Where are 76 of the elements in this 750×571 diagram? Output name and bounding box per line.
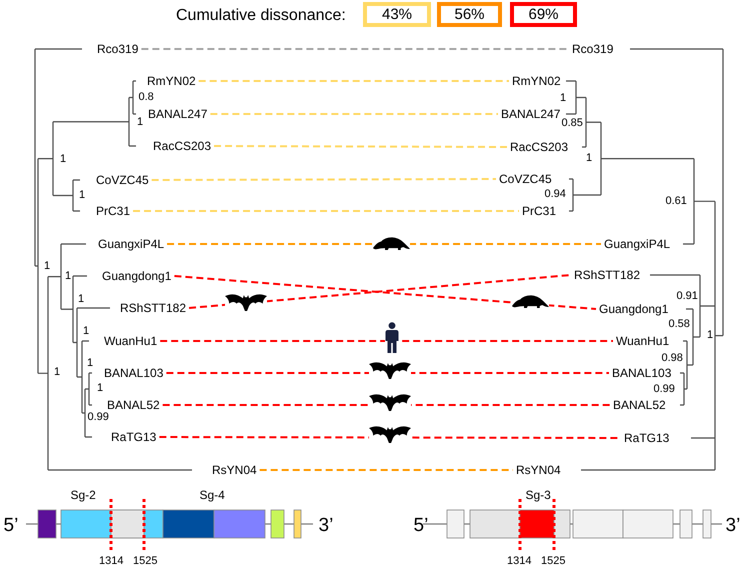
dashed-connector [133,210,519,212]
dashed-connector [260,469,513,471]
taxon-label: RsYN04 [516,463,561,477]
dashed-connector [162,404,610,406]
taxon-label: Rco319 [97,42,138,56]
segment-label: Sg-4 [200,488,225,502]
support-value: 1 [586,152,592,164]
taxon-label: PrC31 [522,204,556,218]
segment-label: Sg-2 [70,488,96,502]
taxon-label: RacCS203 [153,139,212,153]
support-value: 0.99 [654,382,675,396]
position-label: 1525 [133,554,158,568]
support-value: 0.94 [544,188,566,200]
dashed-connector [141,48,569,50]
support-value: 1 [44,260,50,272]
taxon-label: BANAL247 [148,107,208,121]
support-value: 0.8 [138,90,154,104]
support-value: 0.58 [668,318,690,330]
taxon-label: RacCS203 [510,140,568,154]
support-value: 1 [137,116,144,128]
support-value: 1 [54,366,60,378]
segment-label: Sg-3 [526,488,551,502]
support-value: 1 [97,382,104,394]
end-label: 3’ [318,514,334,536]
taxon-label: GuangxiP4L [98,237,164,251]
taxon-label: Rco319 [572,42,614,56]
legend-label: 56% [454,6,485,22]
dashed-connector [210,113,498,115]
taxon-label: CoVZC45 [96,173,149,187]
taxon-label: BANAL103 [104,366,164,380]
taxon-label: PrC31 [96,204,130,218]
taxon-label: Guangdong1 [599,302,668,316]
dashed-connector [198,80,509,82]
position-label: 1314 [507,554,532,568]
taxon-label: RaTG13 [111,430,156,444]
legend-label: 69% [528,6,559,22]
taxon-label: BANAL52 [613,398,666,412]
support-value: 1 [83,324,90,338]
end-label: 5’ [4,514,18,536]
support-value: 1 [560,92,566,104]
support-value: 0.91 [676,290,698,302]
taxon-label: BANAL52 [107,398,160,412]
dashed-connector [214,145,507,148]
taxon-label: RaTG13 [624,431,670,445]
support-value: 1 [87,356,94,370]
dashed-connector [160,340,613,342]
taxon-label: RsYN04 [212,463,257,477]
end-label: 5’ [414,514,428,536]
taxon-label: BANAL103 [612,366,672,380]
support-value: 1 [65,270,72,282]
dashed-connector [166,372,609,374]
support-value: 0.61 [666,194,687,208]
support-value: 1 [60,152,66,166]
taxon-label: RmYN02 [512,74,561,88]
dashed-connector [152,178,496,181]
taxon-label: Guangdong1 [102,269,172,283]
taxon-label: RShSTT182 [120,301,186,315]
support-value: 0.99 [88,410,109,424]
taxon-label: RShSTT182 [574,268,640,282]
taxon-label: RmYN02 [147,74,196,88]
support-value: 0.85 [562,116,583,130]
support-value: 1 [79,188,86,202]
taxon-label: CoVZC45 [499,172,552,186]
legend-label: 43% [382,6,412,22]
position-label: 1314 [99,554,124,568]
position-label: 1525 [541,554,566,568]
legend-title: Cumulative dissonance: [176,6,346,24]
support-value: 0.98 [662,352,683,364]
dashed-connector [167,243,601,245]
taxon-label: GuangxiP4L [604,237,670,251]
end-label: 3’ [726,514,740,536]
taxon-label: WuanHu1 [616,334,670,348]
taxon-label: WuanHu1 [104,334,158,348]
support-value: 1 [707,328,714,342]
support-value: 1 [78,292,84,306]
taxon-label: BANAL247 [501,107,560,121]
